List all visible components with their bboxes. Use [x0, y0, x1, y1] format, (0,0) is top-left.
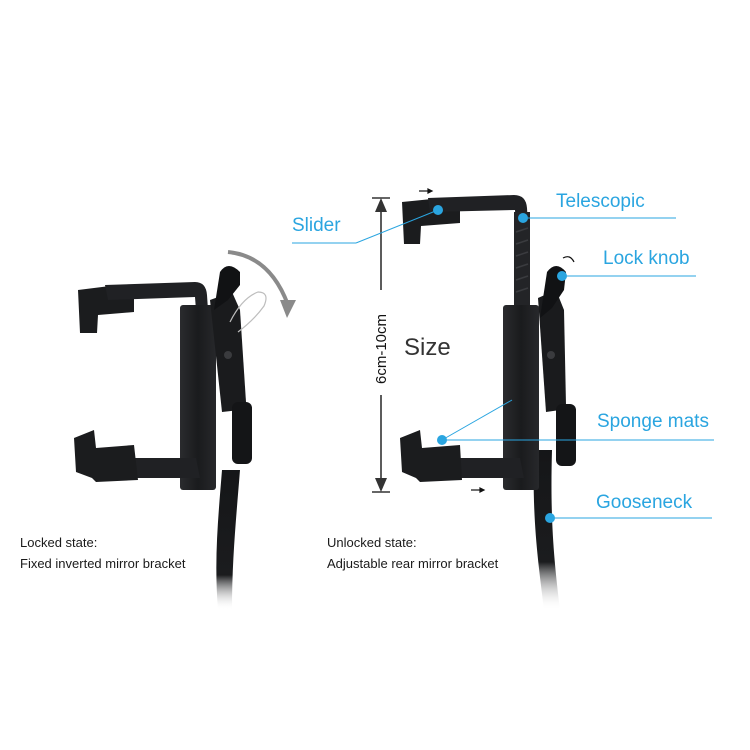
dimension-label: 6cm-10cm	[373, 313, 390, 384]
clamp-body-right	[503, 305, 539, 490]
small-right-arrow-icon	[471, 487, 486, 493]
clamp-body-left	[180, 305, 216, 490]
gooseneck-right	[533, 450, 560, 610]
label-telescopic: Telescopic	[556, 191, 645, 212]
bottom-jaw-left	[74, 430, 138, 482]
top-arm-left	[105, 282, 208, 310]
locked-bracket	[74, 250, 296, 610]
telescopic-bar	[514, 212, 530, 312]
unlocked-bracket	[372, 188, 576, 610]
label-slider: Slider	[292, 215, 341, 236]
bottom-jaw-right	[400, 430, 462, 482]
small-curve-arrow-icon	[562, 256, 575, 263]
callout-dots	[433, 205, 567, 523]
lock-knob-left	[214, 266, 240, 310]
rear-boss-right	[556, 404, 576, 466]
rear-boss-left	[232, 402, 252, 464]
unlocked-caption-desc: Adjustable rear mirror bracket	[327, 556, 499, 572]
locked-caption: Locked state: Fixed inverted mirror brac…	[20, 532, 185, 575]
label-sponge-mats: Sponge mats	[597, 411, 709, 432]
unlocked-caption: Unlocked state: Adjustable rear mirror b…	[327, 532, 498, 575]
label-gooseneck: Gooseneck	[596, 492, 693, 513]
curved-rotate-arrow-icon	[227, 250, 290, 306]
double-headed-vertical-arrow-icon	[372, 197, 390, 493]
gooseneck-left	[216, 470, 240, 610]
small-right-arrow-icon	[419, 188, 434, 194]
size-label: Size	[404, 334, 451, 361]
callout-lines	[292, 209, 714, 519]
bottom-arm-right	[456, 458, 524, 478]
bottom-arm-left	[130, 458, 200, 478]
locked-caption-desc: Fixed inverted mirror bracket	[20, 556, 186, 572]
locked-caption-title: Locked state:	[20, 535, 98, 550]
top-arm-right	[428, 195, 528, 225]
ghost-knob-outline	[229, 291, 267, 333]
rear-clamp-right	[538, 290, 566, 412]
unlocked-caption-title: Unlocked state:	[327, 535, 417, 550]
label-lock-knob: Lock knob	[603, 248, 690, 269]
